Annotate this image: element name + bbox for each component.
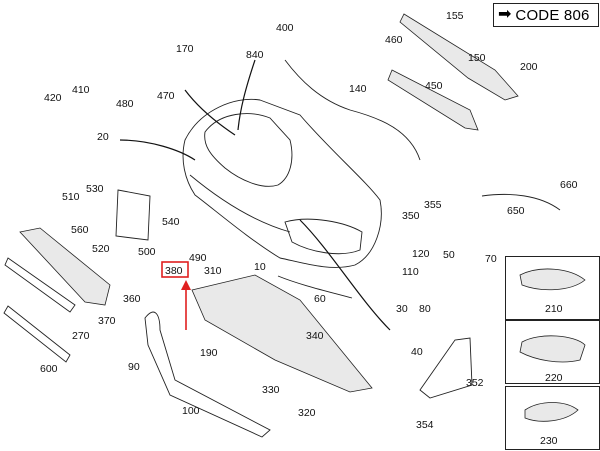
label-40: 40 <box>411 346 423 358</box>
label-140: 140 <box>349 83 367 95</box>
leader-20 <box>119 139 196 161</box>
trim-strip-600 <box>3 305 71 363</box>
label-380: 380 <box>165 265 183 277</box>
label-210: 210 <box>545 303 563 315</box>
label-370: 370 <box>98 315 116 327</box>
label-540: 540 <box>162 216 180 228</box>
inset-grille-210 <box>519 268 586 291</box>
highlight-box-380 <box>161 261 189 278</box>
label-155: 155 <box>446 10 464 22</box>
front-spoiler-lip <box>144 311 271 438</box>
lower-trim-bar <box>387 69 479 131</box>
label-840: 840 <box>246 49 264 61</box>
label-270: 270 <box>72 330 90 342</box>
label-80: 80 <box>419 303 431 315</box>
leader-10 <box>299 219 391 331</box>
wiring-harness <box>284 59 421 161</box>
bumper-inner-line <box>189 174 291 233</box>
label-352: 352 <box>466 377 484 389</box>
underbody-panel <box>191 274 373 393</box>
label-70: 70 <box>485 253 497 265</box>
label-200: 200 <box>520 61 538 73</box>
option-code-box: ➡ CODE 806 <box>493 3 599 27</box>
upper-trim-bar <box>399 13 519 101</box>
label-520: 520 <box>92 243 110 255</box>
inset-headlight-220 <box>519 335 586 363</box>
label-600: 600 <box>40 363 58 375</box>
label-410: 410 <box>72 84 90 96</box>
label-110: 110 <box>402 266 419 278</box>
label-355: 355 <box>424 199 442 211</box>
label-400: 400 <box>276 22 294 34</box>
label-450: 450 <box>425 80 443 92</box>
label-660: 660 <box>560 179 578 191</box>
label-30: 30 <box>396 303 408 315</box>
label-420: 420 <box>44 92 62 104</box>
label-560: 560 <box>71 224 89 236</box>
label-490: 490 <box>189 252 207 264</box>
arrow-right-icon: ➡ <box>498 6 512 23</box>
label-354: 354 <box>416 419 434 431</box>
label-100: 100 <box>182 405 200 417</box>
label-650: 650 <box>507 205 525 217</box>
label-460: 460 <box>385 34 403 46</box>
label-470: 470 <box>157 90 175 102</box>
trim-strip-370 <box>4 257 76 313</box>
label-220: 220 <box>545 372 563 384</box>
side-bracket-352 <box>419 337 473 399</box>
label-500: 500 <box>138 246 156 258</box>
highlight-arrowhead <box>181 280 191 290</box>
label-170: 170 <box>176 43 194 55</box>
label-10: 10 <box>254 261 266 273</box>
label-230: 230 <box>540 435 558 447</box>
label-60: 60 <box>314 293 326 305</box>
bumper-lower-intake <box>284 218 363 255</box>
label-480: 480 <box>116 98 134 110</box>
front-bumper-cover <box>182 98 382 268</box>
inset-foglight-230 <box>524 402 579 422</box>
leader-840 <box>237 59 256 131</box>
option-code-text: CODE 806 <box>515 6 590 24</box>
label-150: 150 <box>468 52 486 64</box>
lower-grille-mesh <box>19 227 111 306</box>
label-360: 360 <box>123 293 141 305</box>
label-350: 350 <box>402 210 420 222</box>
label-340: 340 <box>306 330 324 342</box>
label-190: 190 <box>200 347 218 359</box>
label-310: 310 <box>204 265 222 277</box>
label-50: 50 <box>443 249 455 261</box>
side-trim-650 <box>481 193 561 211</box>
label-330: 330 <box>262 384 280 396</box>
grille-opening <box>204 113 293 187</box>
label-530: 530 <box>86 183 104 195</box>
leader-470 <box>184 89 236 136</box>
license-plate-bracket <box>115 189 151 241</box>
label-120: 120 <box>412 248 430 260</box>
label-510: 510 <box>62 191 80 203</box>
side-trim-60 <box>277 275 353 299</box>
label-320: 320 <box>298 407 316 419</box>
label-90: 90 <box>128 361 140 373</box>
label-20: 20 <box>97 131 109 143</box>
